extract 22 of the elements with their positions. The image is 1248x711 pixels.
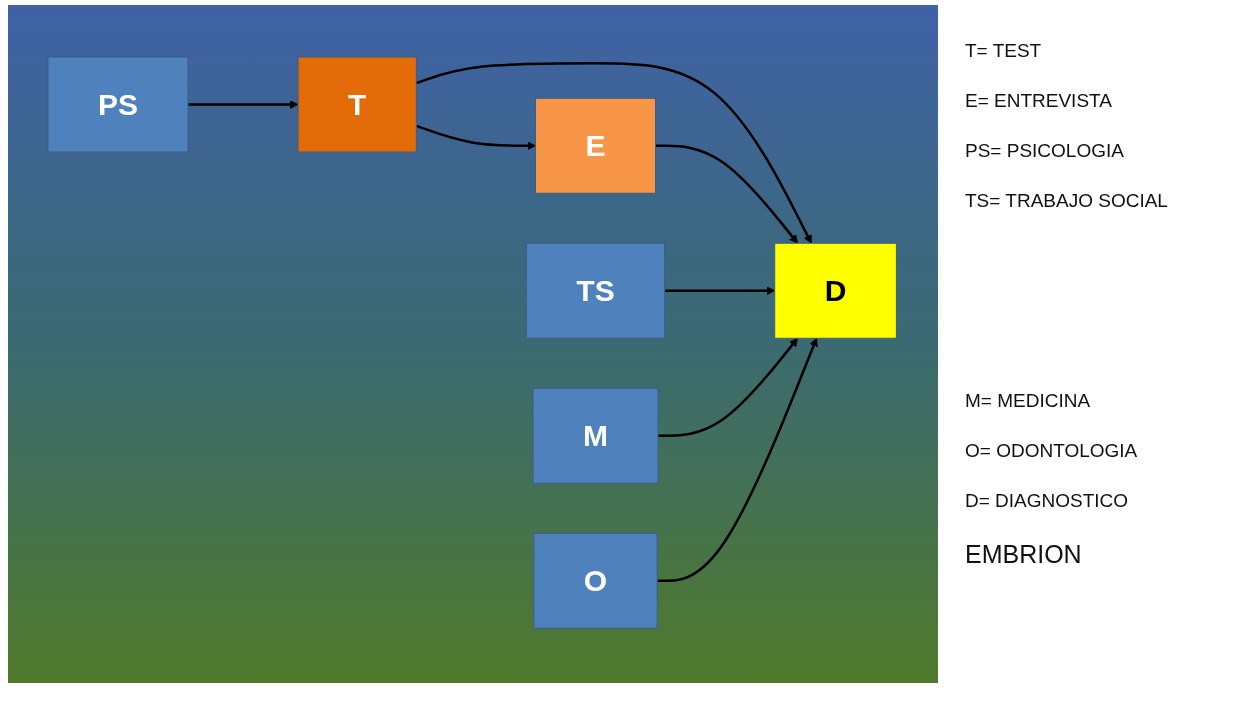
legend-text: M= MEDICINA — [965, 390, 1091, 412]
legend-text: E= ENTREVISTA — [965, 90, 1112, 112]
arrow — [188, 100, 299, 109]
legend-text: O= ODONTOLOGIA — [965, 440, 1138, 462]
node-box: D — [774, 242, 898, 339]
node-box: PS — [47, 56, 189, 153]
legend-text: TS= TRABAJO SOCIAL — [965, 190, 1168, 212]
legend-text: EMBRION — [965, 540, 1082, 569]
node-box: T — [297, 56, 418, 153]
node-box: O — [533, 532, 658, 629]
node-box: TS — [526, 242, 666, 339]
node-box: E — [535, 97, 657, 194]
legend-text: T= TEST — [965, 40, 1042, 62]
arrow — [657, 337, 819, 582]
legend-text: PS= PSICOLOGIA — [965, 140, 1124, 162]
arrow — [655, 144, 799, 244]
arrow — [416, 124, 537, 151]
arrow — [658, 337, 799, 437]
arrow — [665, 286, 776, 295]
legend-text: D= DIAGNOSTICO — [965, 490, 1129, 512]
node-box: M — [532, 387, 659, 484]
arrow — [416, 61, 813, 244]
